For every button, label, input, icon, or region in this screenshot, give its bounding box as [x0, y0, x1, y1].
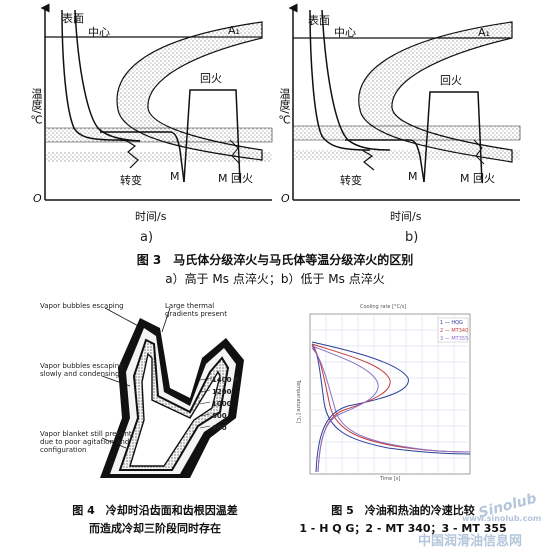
fig3a-a1-label: A₁	[228, 24, 240, 37]
fig4-temp-1000: 1000	[212, 400, 232, 408]
fig4-temp-1200: 1200	[212, 388, 232, 396]
fig5-xlabel: Time [s]	[380, 476, 401, 482]
fig4-caption-line2: 而造成冷却三阶段同时存在	[89, 522, 221, 535]
fig5-ylabel: Temperature [°C]	[295, 380, 301, 424]
fig3b-a1-label: A₁	[478, 26, 490, 39]
fig5-caption-line1: 图 5 冷油和热油的冷速比较	[331, 504, 475, 517]
fig3b-ylabel: 温度/℃	[278, 88, 291, 127]
fig4-label-thermal-gradients: Large thermal gradients present	[165, 302, 227, 318]
fig3a-ylabel: 温度/℃	[30, 88, 43, 127]
fig3b-center-label: 中心	[334, 26, 356, 39]
fig3-panel-b	[288, 3, 521, 201]
watermark-name: 中国润滑油信息网	[418, 534, 523, 549]
fig3a-center-label: 中心	[88, 26, 110, 39]
fig3a-panel-label: a)	[140, 230, 154, 245]
fig4-label-bubbles-condensing: Vapor bubbles escaping slowly and conden…	[40, 362, 124, 378]
fig3b-temper-label: 回火	[440, 74, 462, 87]
fig3b-m-temper-label: M 回火	[460, 172, 495, 185]
fig4-label-vapor-blanket: Vapor blanket still present due to poor …	[40, 430, 132, 454]
fig3b-m-label: M	[408, 170, 418, 183]
fig4-label-vapor-escaping: Vapor bubbles escaping	[40, 302, 124, 310]
fig4-caption-line1: 图 4 冷却时沿齿面和齿根因温差	[72, 504, 238, 517]
figure3-diagram	[40, 3, 521, 201]
fig5-legend-1: 1 — HQG	[440, 320, 463, 326]
fig4-temp-800: 800	[212, 412, 227, 420]
fig3-panel-a	[40, 3, 273, 201]
fig3a-m-label: M	[170, 170, 180, 183]
fig4-temp-600: 600	[212, 424, 227, 432]
fig3a-xlabel: 时间/s	[135, 210, 167, 223]
fig3b-panel-label: b)	[405, 230, 419, 245]
fig5-caption-line2: 1 - H Q G；2 - MT 340；3 - MT 355	[299, 522, 507, 535]
fig3a-surface-label: 表面	[62, 12, 84, 25]
fig5-legend-3: 3 — MT355	[440, 336, 469, 342]
watermark-url: www.sinolub.com	[462, 514, 542, 523]
fig3a-transform-label: 转变	[120, 174, 142, 187]
fig3a-m-temper-label: M 回火	[218, 172, 253, 185]
fig3b-origin: O	[281, 192, 290, 205]
fig3a-origin: O	[33, 192, 42, 205]
fig3-subcaption: a）高于 Ms 点淬火；b）低于 Ms 点淬火	[165, 272, 385, 286]
fig3-caption: 图 3 马氏体分级淬火与马氏体等温分级淬火的区别	[136, 253, 414, 267]
figure5-cooling-chart	[309, 313, 471, 475]
fig3b-xlabel: 时间/s	[390, 210, 422, 223]
fig3b-transform-label: 转变	[340, 174, 362, 187]
fig3a-temper-label: 回火	[200, 72, 222, 85]
fig3b-surface-label: 表面	[308, 14, 330, 27]
figure4-gear-diagram	[100, 307, 244, 478]
fig5-top-axis-label: Cooling rate [°C/s]	[360, 304, 407, 310]
fig4-temp-1400: 1400 F	[212, 376, 239, 384]
fig5-legend-2: 2 — MT340	[440, 328, 469, 334]
